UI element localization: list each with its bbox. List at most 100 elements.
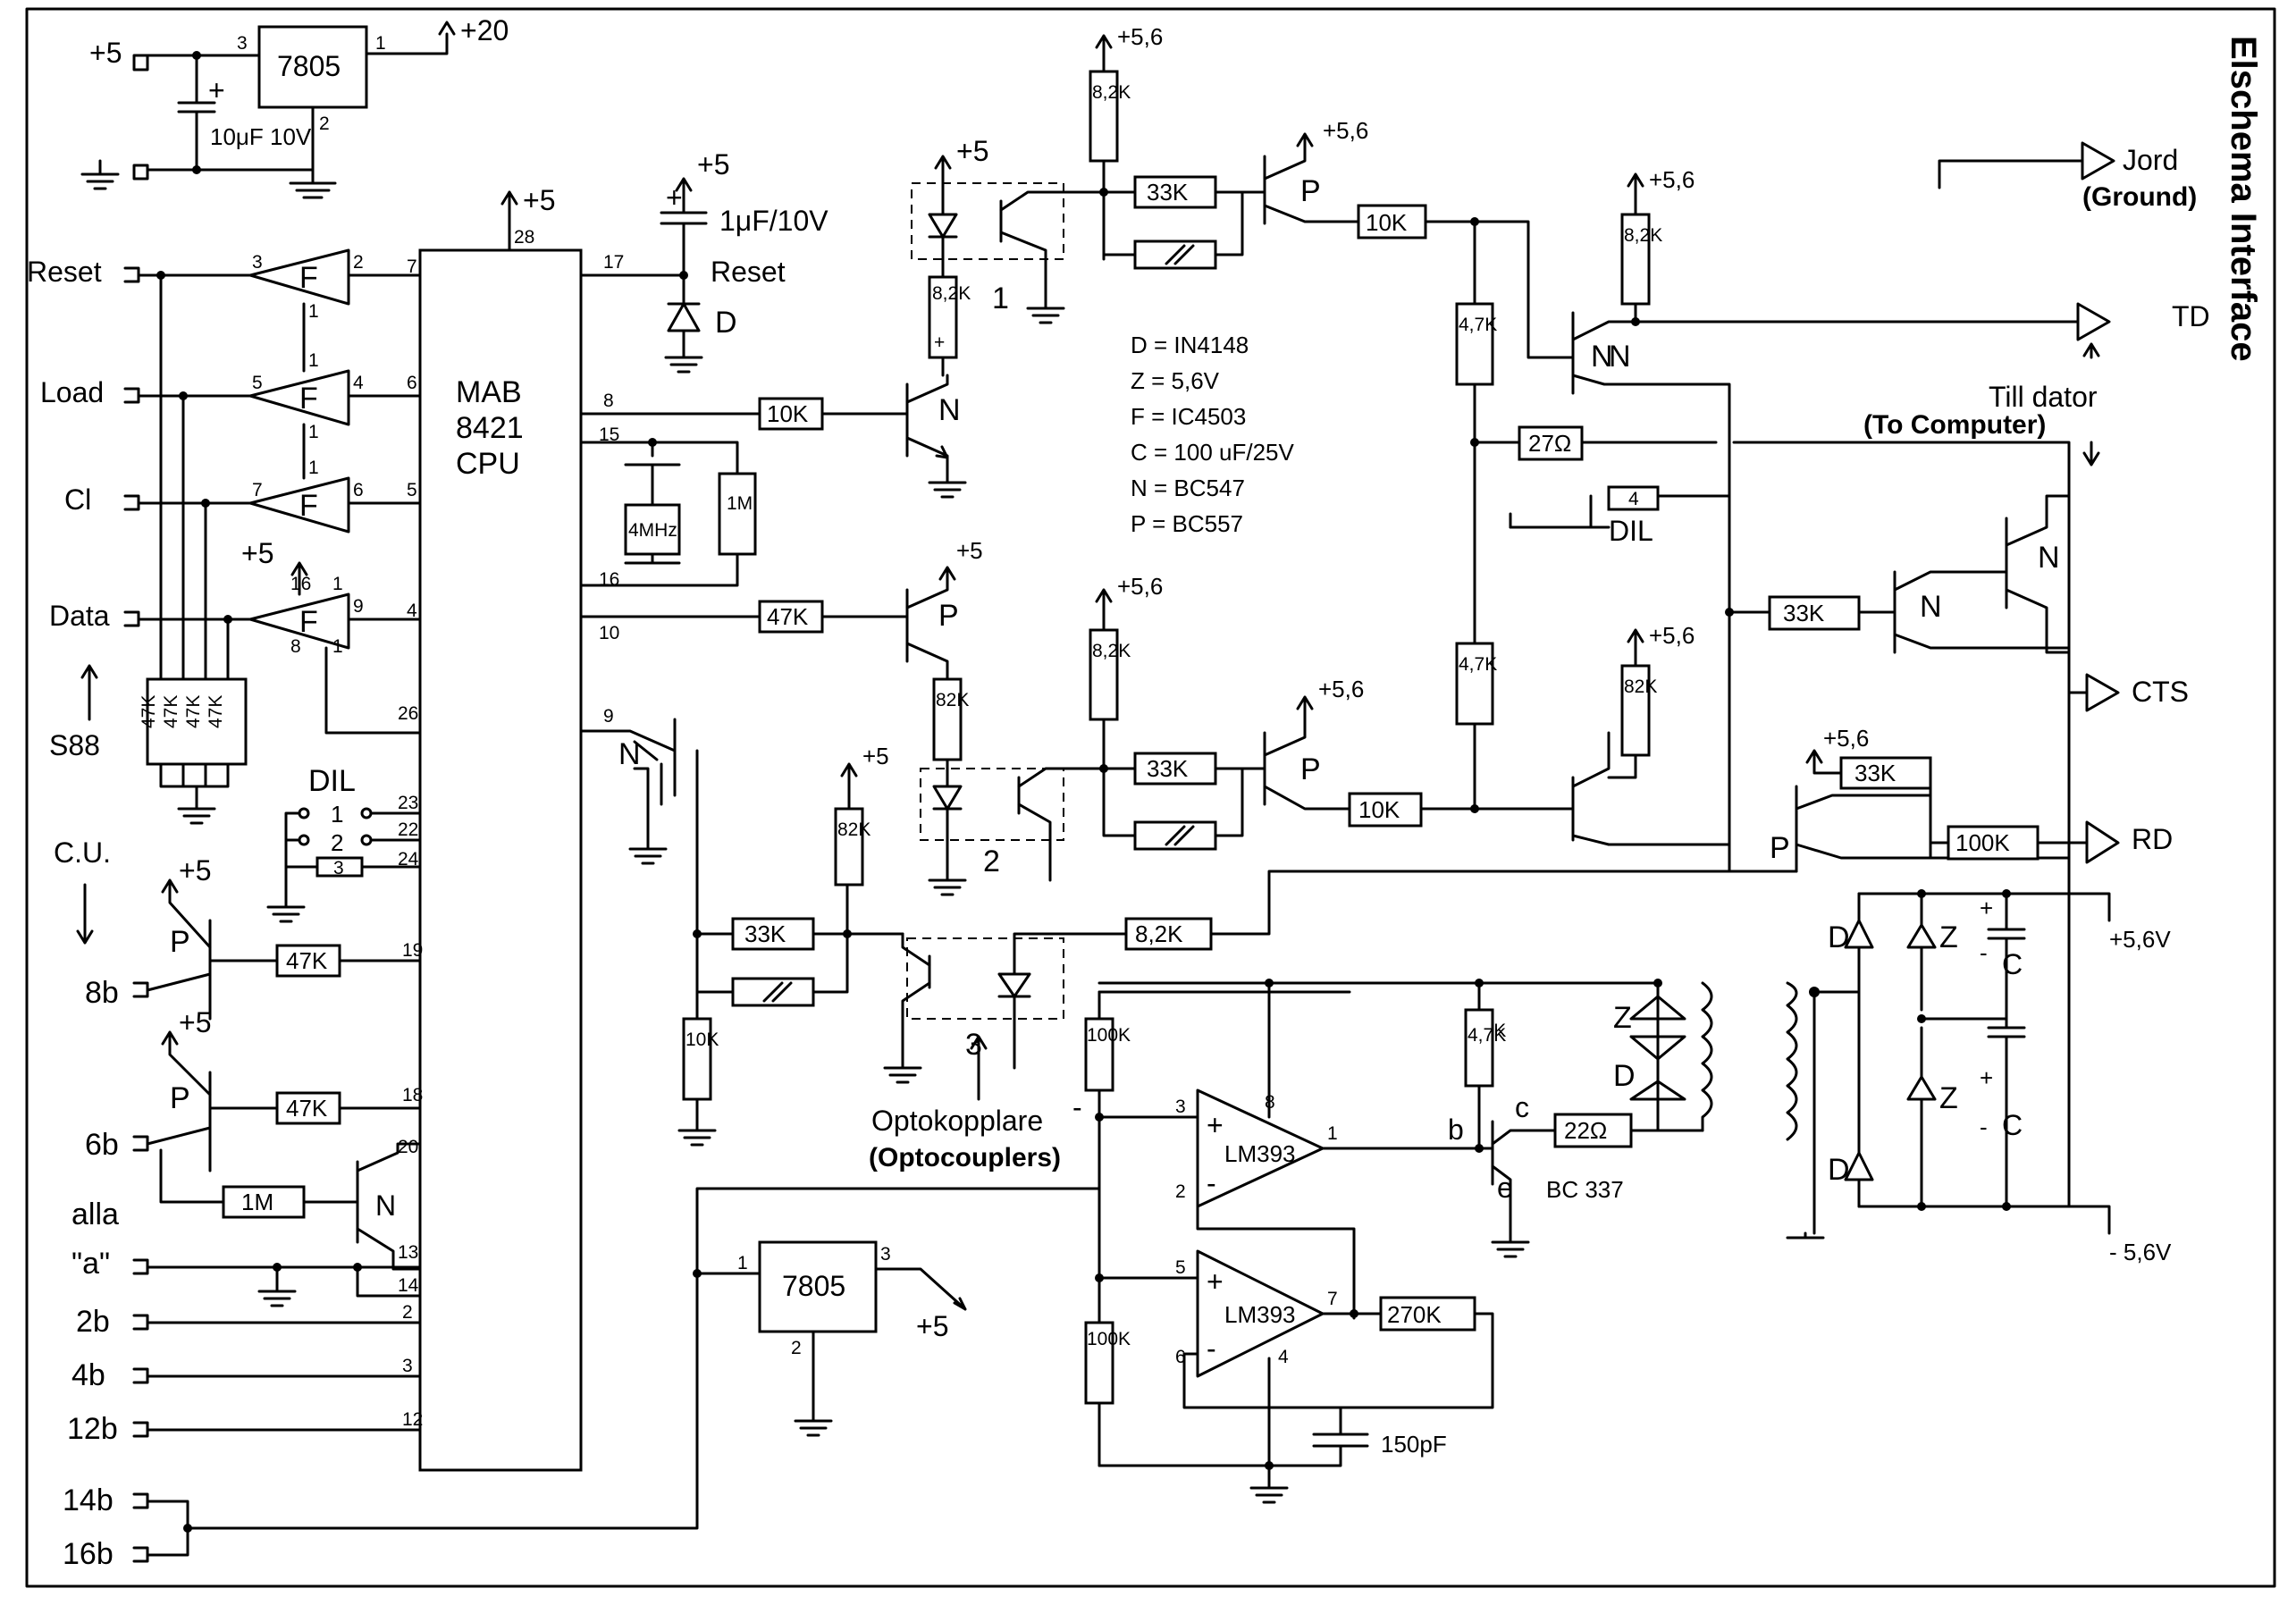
cpu-line-1: MAB xyxy=(456,375,522,409)
bottom-circuits: 7805 1 3 2 +5 100K - + - LM393 3 8 2 1 4… xyxy=(693,979,1713,1504)
svg-text:5: 5 xyxy=(407,480,417,500)
legend-line-0: D = IN4148 xyxy=(1131,332,1249,358)
svg-text:12: 12 xyxy=(402,1409,423,1430)
svg-text:N: N xyxy=(375,1189,396,1222)
svg-text:1: 1 xyxy=(1327,1123,1338,1144)
svg-text:N: N xyxy=(938,393,961,427)
svg-text:1: 1 xyxy=(308,350,319,371)
svg-text:4,7K: 4,7K xyxy=(1468,1025,1506,1046)
svg-text:+5,6: +5,6 xyxy=(1823,725,1869,752)
svg-text:33K: 33K xyxy=(1783,600,1825,626)
svg-text:e: e xyxy=(1497,1172,1513,1204)
svg-text:47K: 47K xyxy=(139,695,159,728)
svg-text:3: 3 xyxy=(252,252,263,273)
svg-text:100K: 100K xyxy=(1087,1329,1131,1349)
svg-text:270K: 270K xyxy=(1387,1301,1442,1328)
svg-text:1: 1 xyxy=(332,636,343,657)
output-cts-label: CTS xyxy=(2132,676,2189,708)
svg-text:+: + xyxy=(666,181,683,214)
svg-text:+5: +5 xyxy=(179,854,211,887)
svg-text:47K: 47K xyxy=(206,695,226,728)
svg-text:14: 14 xyxy=(398,1275,419,1296)
svg-text:alla: alla xyxy=(71,1198,119,1231)
svg-text:33K: 33K xyxy=(1147,179,1189,206)
svg-text:c: c xyxy=(1515,1091,1529,1123)
dil-res-label: DIL xyxy=(1609,515,1653,547)
svg-text:8,2K: 8,2K xyxy=(932,283,971,304)
svg-text:+: + xyxy=(934,332,945,353)
svg-text:1: 1 xyxy=(737,1253,748,1273)
svg-text:+5,6: +5,6 xyxy=(1318,676,1364,702)
supply-p56v-label: +5,6V xyxy=(2109,926,2171,953)
svg-text:Z: Z xyxy=(1939,920,1958,954)
svg-text:28: 28 xyxy=(514,227,534,248)
svg-text:4: 4 xyxy=(1628,489,1639,509)
svg-text:2: 2 xyxy=(983,845,1000,878)
legend-line-2: F = IC4503 xyxy=(1131,403,1246,430)
input-buffers: Reset Load Cl Data F F F F 3 2 5 4 7 6 9… xyxy=(27,248,422,825)
svg-text:D: D xyxy=(715,306,737,340)
svg-text:6b: 6b xyxy=(85,1128,119,1162)
svg-text:P: P xyxy=(170,1081,190,1115)
cu-section: C.U. 8b 47K P +5 6b 47K P +5 1M N alla "… xyxy=(54,836,1351,1571)
cpu-line-2: 8421 xyxy=(456,411,524,445)
crystal-circuit: 4MHz 1M xyxy=(579,438,757,587)
legend-line-4: N = BC547 xyxy=(1131,475,1245,501)
svg-text:1: 1 xyxy=(308,458,319,478)
svg-text:23: 23 xyxy=(398,793,418,813)
svg-text:-: - xyxy=(1980,1114,1988,1140)
svg-text:17: 17 xyxy=(603,252,624,273)
svg-text:+5: +5 xyxy=(956,135,988,167)
svg-text:+5: +5 xyxy=(523,184,555,216)
svg-text:N: N xyxy=(618,737,641,771)
dil-label: DIL xyxy=(308,764,356,798)
svg-text:+5,6: +5,6 xyxy=(1117,573,1163,600)
svg-text:F: F xyxy=(299,489,318,523)
svg-text:47K: 47K xyxy=(286,1095,328,1122)
svg-text:8b: 8b xyxy=(85,976,119,1010)
reg-bottom-label: 7805 xyxy=(782,1270,845,1302)
input-data-label: Data xyxy=(49,600,110,632)
svg-text:26: 26 xyxy=(398,703,418,724)
svg-text:-: - xyxy=(1207,1167,1216,1199)
svg-text:2: 2 xyxy=(331,829,343,856)
svg-text:4: 4 xyxy=(353,373,364,393)
cross-links xyxy=(1728,691,2071,873)
svg-text:P: P xyxy=(1300,174,1321,208)
svg-text:P: P xyxy=(170,925,190,959)
svg-text:4: 4 xyxy=(407,601,417,621)
svg-text:19: 19 xyxy=(402,940,423,961)
schematic-title: Elschema Interface xyxy=(2224,36,2263,362)
svg-text:+5,6: +5,6 xyxy=(1649,622,1695,649)
opto-label-en: (Optocouplers) xyxy=(869,1143,1061,1172)
svg-text:100K: 100K xyxy=(1087,1025,1131,1046)
svg-text:1: 1 xyxy=(992,282,1009,315)
lm393-top-label: LM393 xyxy=(1224,1140,1296,1167)
svg-text:8: 8 xyxy=(290,636,301,657)
svg-text:C: C xyxy=(2002,1109,2023,1141)
cu-label: C.U. xyxy=(54,836,111,869)
svg-text:3: 3 xyxy=(402,1356,413,1376)
svg-text:9: 9 xyxy=(353,596,364,617)
svg-text:7: 7 xyxy=(407,256,417,277)
svg-text:47K: 47K xyxy=(767,603,809,630)
svg-text:9: 9 xyxy=(603,706,614,727)
svg-text:14b: 14b xyxy=(63,1483,114,1517)
svg-text:D: D xyxy=(1613,1059,1636,1093)
svg-text:8: 8 xyxy=(603,391,614,411)
svg-text:27Ω: 27Ω xyxy=(1528,430,1571,457)
svg-text:D: D xyxy=(1828,1153,1850,1187)
dil-switch-block: DIL 1 2 3 xyxy=(266,764,422,923)
svg-text:3: 3 xyxy=(237,33,248,54)
svg-text:82K: 82K xyxy=(1624,677,1657,697)
svg-text:N: N xyxy=(1609,340,1631,374)
svg-text:20: 20 xyxy=(398,1137,418,1157)
svg-text:5: 5 xyxy=(252,373,263,393)
svg-text:22: 22 xyxy=(398,819,418,840)
regulator-top: +5 7805 3 1 2 +20 10μF 10V + xyxy=(80,14,509,199)
svg-text:+: + xyxy=(1207,1109,1224,1141)
svg-text:47K: 47K xyxy=(161,695,181,728)
output-to-computer-label: (To Computer) xyxy=(1863,410,2046,440)
svg-text:P: P xyxy=(1770,831,1790,865)
